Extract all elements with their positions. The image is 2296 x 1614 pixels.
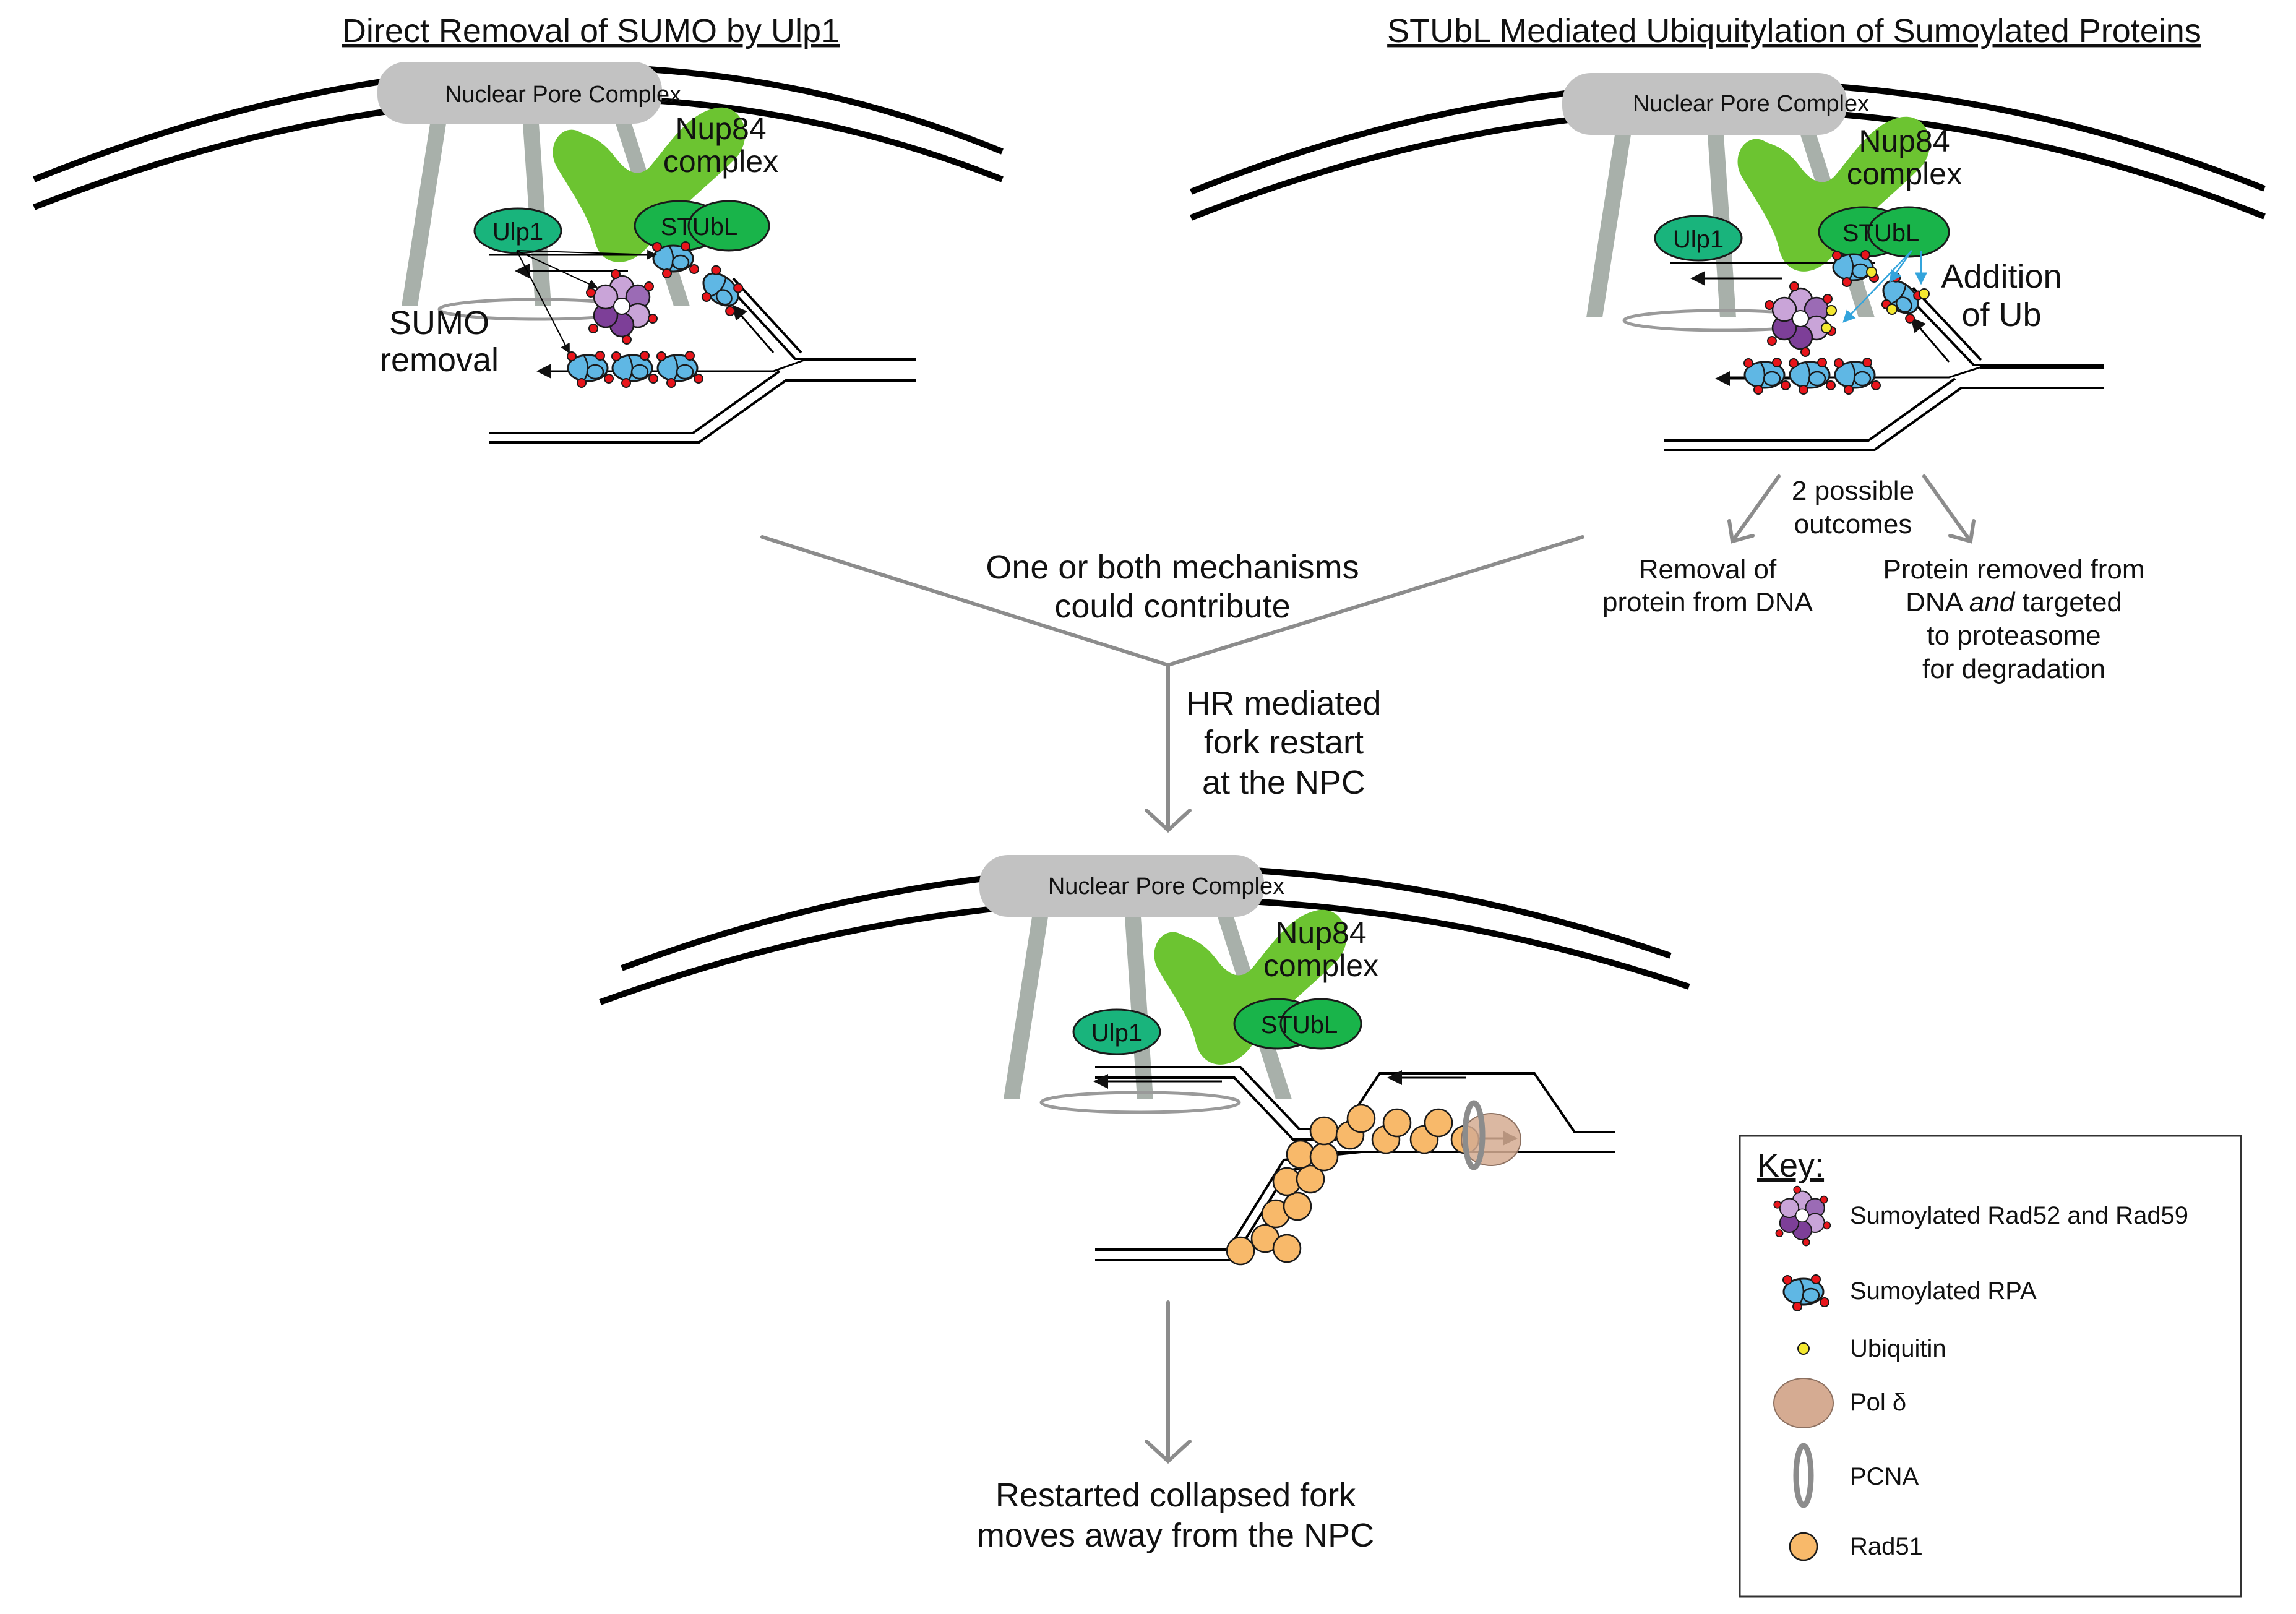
addition-of-ub-label-2: of Ub — [1961, 296, 2041, 333]
nup84-label-right: Nup84 — [1859, 124, 1950, 158]
restart-label-2: moves away from the NPC — [977, 1517, 1374, 1554]
hr-restart-label-2: fork restart — [1204, 724, 1364, 761]
key-legend: Key: Sumoylated Rad52 and Rad59 Sumoylat… — [1739, 1135, 2242, 1598]
key-item-rad51: Rad51 — [1850, 1533, 1923, 1560]
npc-label-right: Nuclear Pore Complex — [1633, 91, 1869, 117]
key-item-ubiquitin: Ubiquitin — [1850, 1335, 1946, 1362]
key-item-pcna: PCNA — [1850, 1463, 1919, 1490]
outcomes-label-2: outcomes — [1794, 509, 1912, 539]
key-title: Key: — [1757, 1147, 1824, 1184]
pol-delta-icon — [1773, 1378, 1834, 1428]
sumo-removal-label: SUMO — [389, 304, 489, 341]
addition-of-ub-label: Addition — [1941, 258, 2062, 295]
sumo-removal-label-2: removal — [380, 341, 499, 379]
ulp1-label-bottom: Ulp1 — [1091, 1019, 1142, 1047]
proteasome-outcome-3: to proteasome — [1927, 620, 2100, 651]
nup84-label-right-2: complex — [1847, 157, 1962, 191]
stubl-label: STUbL — [661, 213, 738, 241]
nup84-label-2: complex — [663, 144, 778, 179]
proteasome-outcome-4: for degradation — [1922, 654, 2105, 684]
removal-outcome-2: protein from DNA — [1602, 587, 1813, 617]
stubl-label-bottom: STUbL — [1261, 1011, 1338, 1039]
npc-label: Nuclear Pore Complex — [445, 82, 681, 108]
rad52-left — [585, 268, 658, 345]
ulp1-label-right: Ulp1 — [1673, 226, 1724, 253]
key-item-rad52: Sumoylated Rad52 and Rad59 — [1850, 1202, 2188, 1229]
hr-restart-label: HR mediated — [1186, 685, 1381, 722]
ulp1-label: Ulp1 — [492, 218, 543, 246]
pcna-ring — [1462, 1100, 1486, 1170]
merge-arrows: One or both mechanisms could contribute … — [760, 535, 1584, 833]
ubiquitin-icon — [1797, 1342, 1810, 1355]
right-panel-title: STUbL Mediated Ubiquitylation of Sumoyla… — [1387, 12, 2201, 49]
outcomes-label: 2 possible — [1792, 476, 1914, 506]
contribute-label-2: could contribute — [1054, 588, 1290, 625]
left-panel: Nuclear Pore Complex Nup84 complex Ulp1 … — [33, 62, 1004, 444]
rpa-left-5 — [656, 350, 704, 388]
pcna-icon — [1793, 1443, 1814, 1508]
pol-delta — [1461, 1113, 1521, 1166]
nup84-label: Nup84 — [675, 111, 766, 146]
stubl-protein-b — [687, 200, 770, 252]
rpa-left-2 — [692, 262, 752, 322]
key-item-pol-delta: Pol δ — [1850, 1389, 1906, 1416]
left-panel-title: Direct Removal of SUMO by Ulp1 — [342, 12, 840, 49]
rpa-left-3 — [566, 350, 614, 388]
stubl-label-right: STUbL — [1842, 220, 1920, 247]
restart-label: Restarted collapsed fork — [995, 1477, 1356, 1514]
contribute-label: One or both mechanisms — [986, 549, 1359, 586]
rpa-left-4 — [611, 350, 659, 388]
proteasome-outcome-2: DNA and targeted — [1906, 587, 2122, 617]
key-item-rpa: Sumoylated RPA — [1850, 1277, 2037, 1305]
proteasome-outcome: Protein removed from — [1883, 554, 2144, 585]
npc-label-bottom: Nuclear Pore Complex — [1048, 874, 1284, 899]
removal-outcome: Removal of — [1639, 554, 1777, 585]
nup84-label-bottom: Nup84 — [1275, 916, 1366, 950]
bottom-panel: Nuclear Pore Complex Nup84 complex Ulp1 … — [599, 855, 1690, 1554]
rad51-icon — [1789, 1532, 1818, 1561]
nup84-label-bottom-2: complex — [1263, 948, 1378, 983]
right-panel: Nuclear Pore Complex Nup84 complex Ulp1 … — [1190, 73, 2266, 684]
hr-restart-label-3: at the NPC — [1202, 764, 1365, 801]
